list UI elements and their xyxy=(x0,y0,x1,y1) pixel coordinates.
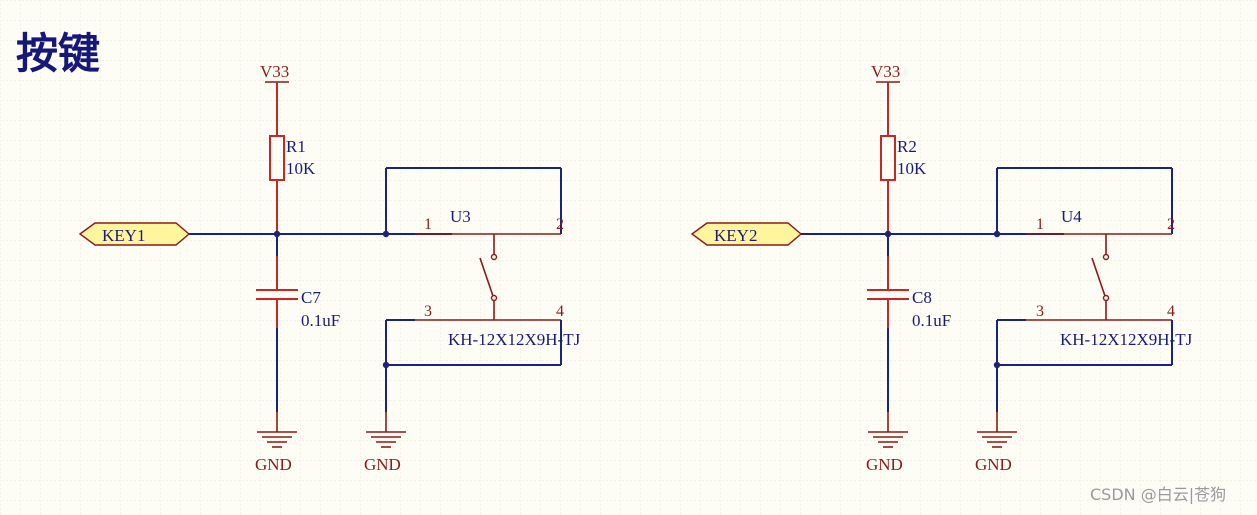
ground-label: GND xyxy=(364,455,401,474)
switch-designator: U4 xyxy=(1061,207,1082,226)
key-circuit-1: V33 R1 10K KEY1 C7 0.1uF xyxy=(78,62,581,474)
resistor-designator: R1 xyxy=(286,137,306,156)
port-label: KEY2 xyxy=(714,226,757,245)
resistor-value: 10K xyxy=(897,159,927,178)
power-symbol: V33 xyxy=(260,62,289,136)
pin-number: 1 xyxy=(1036,216,1044,233)
capacitor-designator: C7 xyxy=(301,288,321,307)
capacitor: C8 0.1uF xyxy=(867,234,951,412)
key-circuit-2: V33 R2 10K KEY2 C8 0.1uF xyxy=(690,62,1193,474)
ground-symbol: GND xyxy=(255,412,297,474)
ground-label: GND xyxy=(975,455,1012,474)
resistor: R2 10K xyxy=(880,135,927,234)
pin-number: 2 xyxy=(1167,216,1175,233)
ground-symbol: GND xyxy=(975,412,1017,474)
pin-number: 4 xyxy=(1167,303,1175,320)
resistor-designator: R2 xyxy=(897,137,917,156)
watermark: CSDN @白云|苍狗 xyxy=(1090,485,1226,504)
ground-label: GND xyxy=(255,455,292,474)
net-port: KEY2 xyxy=(690,222,803,246)
resistor-value: 10K xyxy=(286,159,316,178)
capacitor-value: 0.1uF xyxy=(301,311,340,330)
port-label: KEY1 xyxy=(102,226,145,245)
ground-label: GND xyxy=(866,455,903,474)
capacitor-value: 0.1uF xyxy=(912,311,951,330)
pin-number: 4 xyxy=(556,303,564,320)
power-label: V33 xyxy=(260,62,289,81)
power-symbol: V33 xyxy=(871,62,900,136)
switch-part-number: KH-12X12X9H-TJ xyxy=(448,330,581,349)
ground-symbol: GND xyxy=(364,412,406,474)
switch-part-number: KH-12X12X9H-TJ xyxy=(1060,330,1193,349)
sheet-title: 按键 xyxy=(16,29,100,78)
switch-component: 1 2 3 4 U3 KH-12X12X9H-TJ xyxy=(415,207,581,349)
switch-designator: U3 xyxy=(450,207,471,226)
pin-number: 3 xyxy=(1036,303,1044,320)
pin-number: 2 xyxy=(556,216,564,233)
switch-component: 1 2 3 4 U4 KH-12X12X9H-TJ xyxy=(1026,207,1193,349)
junction-dot xyxy=(382,230,390,238)
junction-dot xyxy=(993,230,1001,238)
capacitor-designator: C8 xyxy=(912,288,932,307)
capacitor: C7 0.1uF xyxy=(256,234,340,412)
junction-dot xyxy=(382,361,390,369)
net-port: KEY1 xyxy=(78,222,191,246)
power-label: V33 xyxy=(871,62,900,81)
pin-number: 3 xyxy=(424,303,432,320)
resistor: R1 10K xyxy=(269,135,316,234)
junction-dot xyxy=(993,361,1001,369)
ground-symbol: GND xyxy=(866,412,908,474)
pin-number: 1 xyxy=(424,216,432,233)
